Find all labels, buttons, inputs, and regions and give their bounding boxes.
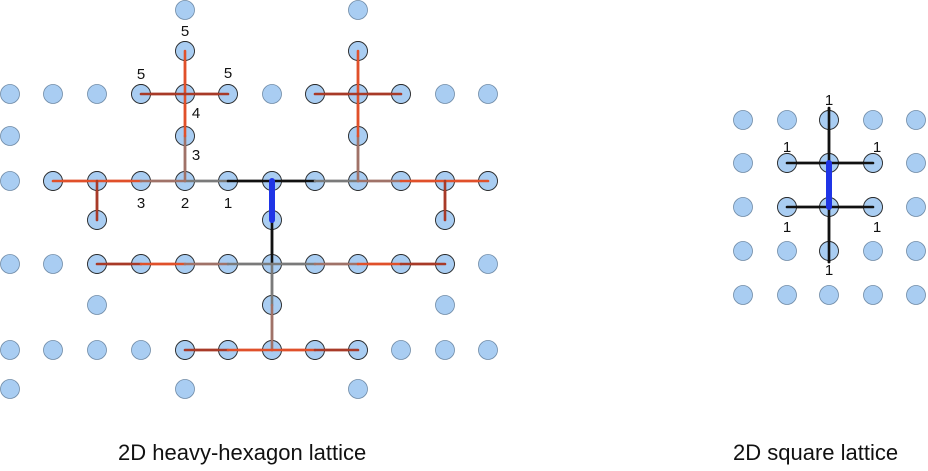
hh-label-2: 2: [181, 195, 189, 212]
sq-label-1-lower-right: 1: [873, 219, 881, 236]
hh-label-1: 1: [224, 195, 232, 212]
qubit-node: [777, 110, 797, 130]
qubit-node: [131, 340, 151, 360]
hh-label-5-right: 5: [224, 65, 232, 82]
qubit-node: [819, 285, 839, 305]
heavy-hex-edges-overlay: [51, 49, 490, 352]
qubit-node: [0, 340, 20, 360]
qubit-node: [733, 197, 753, 217]
qubit-node: [733, 241, 753, 261]
qubit-node: [863, 110, 883, 130]
qubit-node: [262, 84, 282, 104]
qubit-node: [87, 295, 107, 315]
hh-label-3-horizontal: 3: [137, 195, 145, 212]
qubit-node: [87, 340, 107, 360]
qubit-node: [175, 379, 195, 399]
qubit-node: [175, 0, 195, 20]
qubit-node: [478, 254, 498, 274]
qubit-node: [348, 379, 368, 399]
qubit-node: [435, 295, 455, 315]
heavy-hex-qubits: [0, 0, 498, 399]
qubit-node: [87, 84, 107, 104]
qubit-node: [478, 84, 498, 104]
qubit-node: [733, 285, 753, 305]
square-edges-overlay: [785, 106, 875, 264]
sq-label-1-upper-right: 1: [873, 139, 881, 156]
qubit-node: [906, 153, 926, 173]
hh-label-5-top: 5: [181, 23, 189, 40]
qubit-node: [0, 171, 20, 191]
qubit-node: [478, 340, 498, 360]
sq-label-1-upper-left: 1: [783, 139, 791, 156]
sq-label-1-lower-left: 1: [783, 219, 791, 236]
qubit-node: [863, 285, 883, 305]
qubit-node: [777, 241, 797, 261]
hh-label-3-vertical: 3: [192, 147, 200, 164]
qubit-node: [777, 285, 797, 305]
qubit-node: [906, 110, 926, 130]
square-caption: 2D square lattice: [733, 440, 899, 465]
qubit-node: [43, 340, 63, 360]
qubit-node: [43, 254, 63, 274]
hh-label-4: 4: [192, 105, 200, 122]
sq-label-1-bottom: 1: [825, 262, 833, 279]
sq-label-1-top: 1: [825, 92, 833, 109]
qubit-node: [906, 285, 926, 305]
qubit-node: [435, 84, 455, 104]
qubit-node: [733, 153, 753, 173]
heavy-hex-caption: 2D heavy-hexagon lattice: [118, 440, 367, 465]
qubit-node: [0, 379, 20, 399]
qubit-node: [391, 340, 411, 360]
qubit-node: [863, 241, 883, 261]
qubit-node: [0, 84, 20, 104]
qubit-node: [0, 254, 20, 274]
qubit-node: [906, 197, 926, 217]
distance-labels: 5 5 5 4 3 3 2 1 1 1 1 1 1 1: [137, 23, 881, 279]
qubit-node: [733, 110, 753, 130]
qubit-node: [435, 340, 455, 360]
qubit-node: [43, 84, 63, 104]
qubit-node: [348, 0, 368, 20]
qubit-node: [0, 126, 20, 146]
hh-label-5-left: 5: [137, 66, 145, 83]
qubit-node: [906, 241, 926, 261]
